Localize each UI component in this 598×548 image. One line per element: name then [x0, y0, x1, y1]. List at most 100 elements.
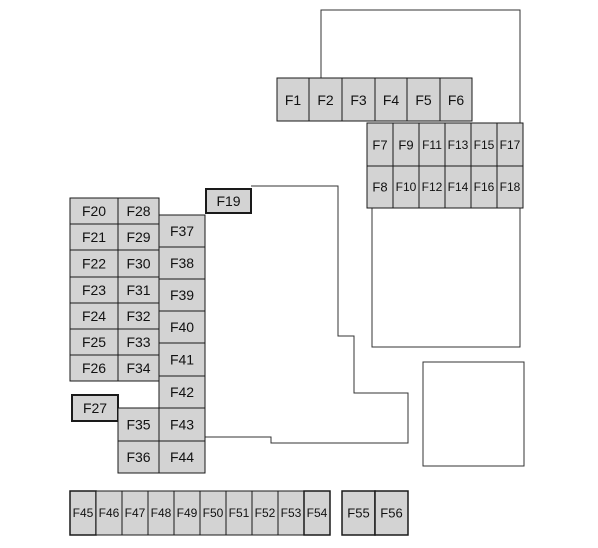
svg-text:F54: F54	[307, 506, 328, 520]
svg-text:F25: F25	[82, 334, 106, 350]
fuse-f50: F50	[199, 490, 227, 536]
fuse-f33: F33	[117, 328, 160, 356]
svg-text:F11: F11	[422, 138, 442, 152]
fuse-f15: F15	[470, 122, 498, 167]
central-housing-outline	[205, 185, 409, 444]
fuse-f27: F27	[71, 394, 119, 422]
svg-text:F56: F56	[380, 506, 402, 521]
fuse-f1: F1	[276, 77, 310, 122]
fuse-f48: F48	[147, 490, 175, 536]
svg-text:F12: F12	[422, 180, 443, 194]
svg-text:F16: F16	[474, 180, 495, 194]
fuse-f18: F18	[496, 165, 524, 209]
svg-text:F38: F38	[170, 255, 194, 271]
fuse-f20: F20	[69, 197, 119, 225]
svg-text:F49: F49	[177, 506, 198, 520]
svg-text:F28: F28	[126, 203, 150, 219]
svg-text:F23: F23	[82, 282, 106, 298]
fuse-f30: F30	[117, 249, 160, 278]
fuse-f2: F2	[308, 77, 343, 122]
fuse-f4: F4	[374, 77, 408, 122]
fuse-f42: F42	[158, 375, 206, 409]
fuse-f36: F36	[117, 440, 160, 474]
svg-text:F26: F26	[82, 360, 106, 376]
top-housing-outline	[320, 9, 521, 123]
svg-text:F40: F40	[170, 319, 194, 335]
svg-text:F27: F27	[83, 400, 107, 416]
svg-text:F1: F1	[285, 92, 302, 108]
fuse-f10: F10	[392, 165, 420, 209]
svg-text:F37: F37	[170, 223, 194, 239]
fuse-f11: F11	[418, 122, 446, 167]
fuse-f24: F24	[69, 302, 119, 330]
fuse-f3: F3	[341, 77, 376, 122]
svg-text:F9: F9	[398, 138, 413, 153]
fuse-f45: F45	[69, 490, 97, 536]
fuse-f31: F31	[117, 276, 160, 304]
fuse-f43: F43	[158, 407, 206, 442]
svg-text:F31: F31	[126, 282, 150, 298]
fuse-f7: F7	[366, 122, 394, 167]
svg-text:F47: F47	[125, 506, 146, 520]
svg-text:F44: F44	[170, 449, 194, 465]
fuse-f44: F44	[158, 440, 206, 474]
svg-text:F41: F41	[170, 352, 194, 368]
fuse-f12: F12	[418, 165, 446, 209]
fuse-f39: F39	[158, 278, 206, 312]
svg-text:F55: F55	[347, 506, 369, 521]
svg-text:F53: F53	[281, 506, 302, 520]
fuse-f47: F47	[121, 490, 149, 536]
svg-text:F29: F29	[126, 229, 150, 245]
fuse-f17: F17	[496, 122, 524, 167]
svg-text:F14: F14	[448, 180, 469, 194]
svg-text:F4: F4	[383, 92, 400, 108]
svg-text:F32: F32	[126, 308, 150, 324]
fuse-f29: F29	[117, 223, 160, 251]
fuse-f51: F51	[225, 490, 253, 536]
fuse-f22: F22	[69, 249, 119, 278]
svg-text:F52: F52	[255, 506, 276, 520]
svg-text:F43: F43	[170, 417, 194, 433]
fuse-f16: F16	[470, 165, 498, 209]
svg-text:F22: F22	[82, 256, 106, 272]
svg-text:F21: F21	[82, 229, 106, 245]
fuse-f21: F21	[69, 223, 119, 251]
svg-text:F17: F17	[500, 138, 521, 152]
svg-text:F13: F13	[448, 138, 469, 152]
fuse-f40: F40	[158, 310, 206, 344]
fuse-f49: F49	[173, 490, 201, 536]
fuse-f53: F53	[277, 490, 305, 536]
svg-text:F7: F7	[372, 138, 387, 153]
fuse-f14: F14	[444, 165, 472, 209]
right-relay-outline	[371, 208, 521, 348]
fuse-f5: F5	[406, 77, 441, 122]
fuse-f6: F6	[439, 77, 473, 122]
svg-text:F2: F2	[317, 92, 334, 108]
fuse-f32: F32	[117, 302, 160, 330]
svg-text:F51: F51	[229, 506, 250, 520]
svg-text:F45: F45	[73, 506, 94, 520]
fuse-f52: F52	[251, 490, 279, 536]
svg-text:F3: F3	[350, 92, 367, 108]
svg-text:F5: F5	[415, 92, 432, 108]
svg-text:F18: F18	[500, 180, 521, 194]
fuse-f35: F35	[117, 407, 160, 442]
fuse-f19: F19	[205, 188, 252, 214]
svg-text:F39: F39	[170, 287, 194, 303]
fuse-f23: F23	[69, 276, 119, 304]
svg-text:F8: F8	[372, 180, 387, 195]
fuse-f56: F56	[374, 490, 409, 536]
svg-text:F33: F33	[126, 334, 150, 350]
svg-text:F46: F46	[99, 506, 120, 520]
fuse-f8: F8	[366, 165, 394, 209]
svg-text:F20: F20	[82, 203, 106, 219]
svg-text:F19: F19	[216, 193, 240, 209]
fuse-f28: F28	[117, 197, 160, 225]
fuse-f54: F54	[303, 490, 331, 536]
fuse-f34: F34	[117, 354, 160, 382]
svg-text:F6: F6	[448, 92, 465, 108]
svg-text:F34: F34	[126, 360, 150, 376]
fuse-f46: F46	[95, 490, 123, 536]
svg-text:F15: F15	[474, 138, 495, 152]
